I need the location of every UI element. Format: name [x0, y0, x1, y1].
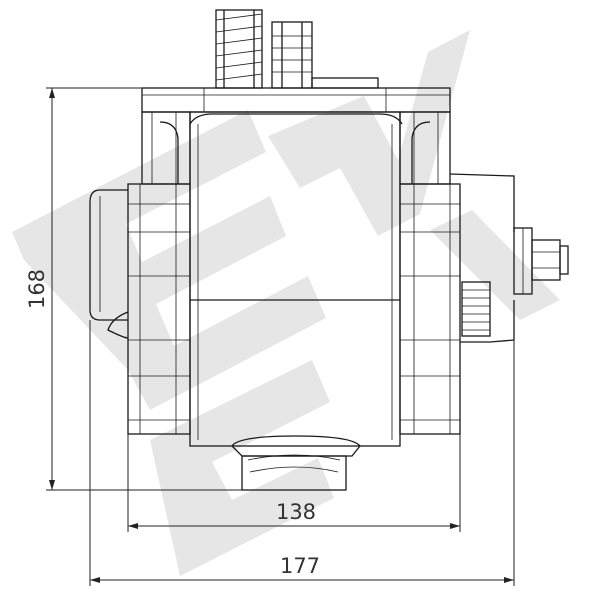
left-cover-cap [89, 189, 129, 339]
top-fitting-right [271, 21, 313, 89]
adjusting-nut [461, 281, 491, 337]
bottom-port [231, 435, 361, 491]
top-flange [141, 87, 451, 113]
dimension-overall-width: 177 [89, 320, 515, 586]
right-side-block [399, 111, 461, 435]
dimension-height: 168 [25, 87, 242, 491]
right-cover-plate [449, 173, 515, 343]
dimension-inner-width-label: 138 [276, 500, 316, 524]
top-fitting-left [215, 9, 263, 89]
dimension-inner-width: 138 [127, 434, 461, 532]
pump-body [89, 9, 569, 491]
valve-connector [513, 227, 569, 295]
dimension-height-label: 168 [25, 269, 49, 309]
left-side-block [127, 111, 191, 435]
dimension-overall-width-label: 177 [280, 554, 320, 578]
